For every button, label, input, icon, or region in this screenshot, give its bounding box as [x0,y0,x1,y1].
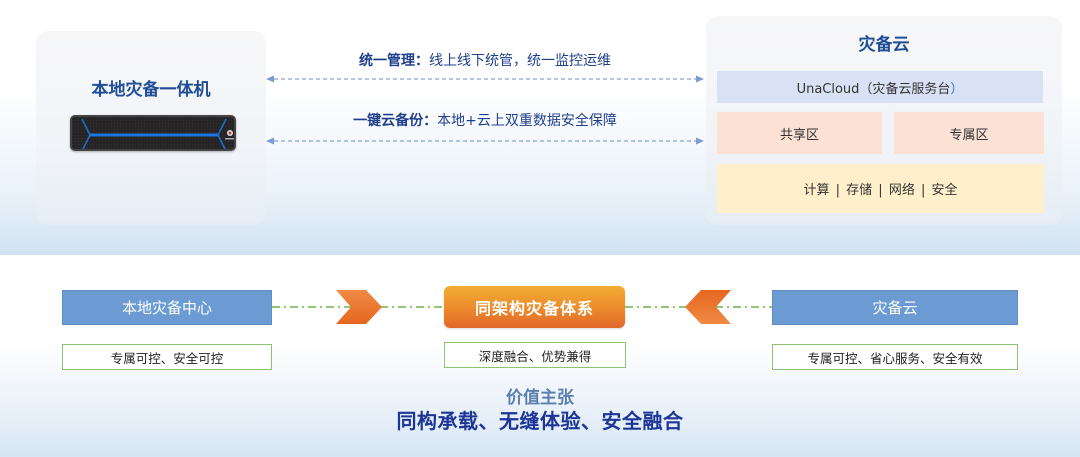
local-dr-center-desc: 专属可控、安全可控 [62,344,272,370]
unacloud-paren: ） [950,81,964,97]
disaster-recovery-cloud-card: 灾备云 UnaCloud（灾备云服务台） 共享区 专属区 计算 | 存储 | 网… [706,16,1062,225]
one-click-backup-heading: 一键云备份： [353,113,438,129]
unified-management-text: 线上线下统管，统一监控运维 [429,53,611,69]
unacloud-service-desk: UnaCloud（灾备云服务台） [717,71,1043,103]
bidirectional-arrow-icon [266,137,704,145]
local-appliance-card: 本地灾备一体机 [36,31,266,225]
value-proposition-statement: 同构承载、无缝体验、安全融合 [396,409,684,433]
dedicated-zone: 专属区 [894,112,1044,154]
server-appliance-icon [70,115,236,151]
unified-management-heading: 统一管理： [359,53,429,69]
local-dr-center-box: 本地灾备中心 [62,290,272,325]
cloud-card-title: 灾备云 [858,35,910,55]
unified-management-label: 统一管理：线上线下统管，统一监控运维 [268,50,702,70]
same-architecture-desc: 深度融合、优势兼得 [444,342,626,368]
same-architecture-system-box: 同架构灾备体系 [444,286,625,328]
one-click-backup-label: 一键云备份：本地+云上双重数据安全保障 [268,110,702,130]
infrastructure-layer: 计算 | 存储 | 网络 | 安全 [717,164,1044,213]
chevron-right-icon [336,290,382,324]
local-appliance-title: 本地灾备一体机 [91,80,211,100]
one-click-backup-text: 本地+云上双重数据安全保障 [437,113,617,129]
dr-cloud-desc: 专属可控、省心服务、安全有效 [772,344,1018,370]
value-proposition-subtitle: 价值主张 [506,388,574,408]
bidirectional-arrow-icon [266,75,704,83]
chevron-left-icon [685,290,731,324]
unacloud-label: UnaCloud（灾备云服务台 [796,81,951,97]
dr-cloud-box: 灾备云 [772,290,1018,325]
shared-zone: 共享区 [717,112,882,154]
